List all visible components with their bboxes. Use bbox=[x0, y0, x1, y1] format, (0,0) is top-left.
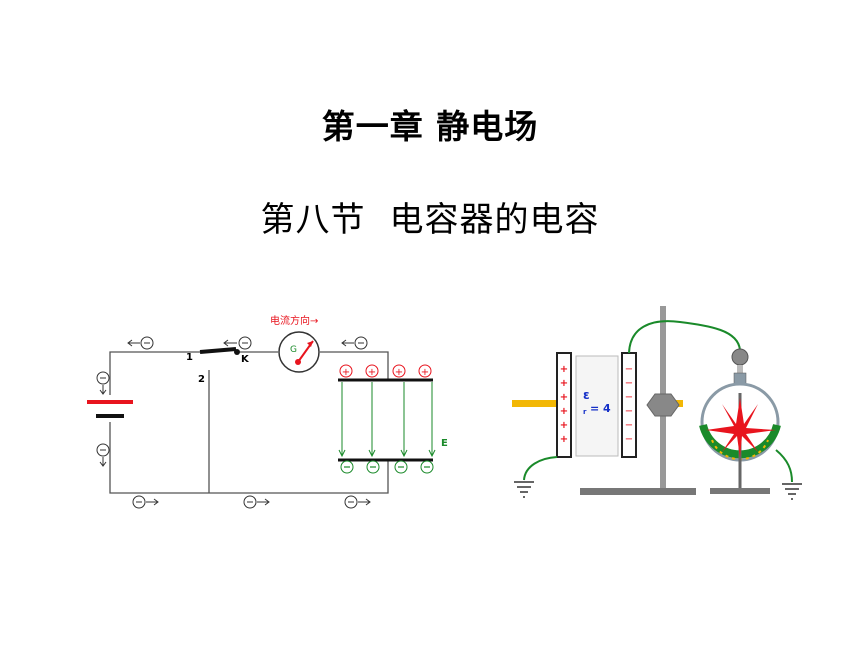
section-number: 第八节 bbox=[260, 200, 366, 240]
dielectric-value: = 4 bbox=[590, 402, 611, 415]
plate-plus: + bbox=[560, 364, 568, 375]
battery bbox=[87, 400, 133, 418]
contact-2-label: 2 bbox=[198, 374, 205, 385]
plus-charge: + bbox=[395, 367, 403, 378]
plate-minus: − bbox=[625, 434, 633, 445]
plate-minus: − bbox=[625, 406, 633, 417]
wire-g-to-plate bbox=[320, 351, 389, 380]
plate-minus: − bbox=[625, 420, 633, 431]
plate-minus: − bbox=[625, 392, 633, 403]
plus-charge: + bbox=[342, 367, 350, 378]
dielectric-subscript: r bbox=[583, 408, 587, 416]
section-title: 第八节电容器的电容 bbox=[0, 192, 860, 241]
positive-charges bbox=[339, 364, 432, 378]
plate-plus: + bbox=[560, 378, 568, 389]
electron-flow-top bbox=[127, 336, 368, 350]
chapter-title: 第一章 静电场 bbox=[321, 107, 539, 146]
electron-flow-left bbox=[96, 371, 110, 467]
plate-plus: + bbox=[560, 392, 568, 403]
section-name: 电容器的电容 bbox=[389, 200, 600, 240]
switch-k bbox=[199, 347, 240, 355]
field-lines bbox=[338, 382, 436, 458]
dielectric-symbol: ε bbox=[583, 388, 590, 402]
current-direction-label: 电流方向→ bbox=[270, 314, 318, 327]
plate-minus: − bbox=[625, 378, 633, 389]
electroscope-apparatus bbox=[512, 306, 802, 500]
contact-1-label: 1 bbox=[186, 352, 193, 363]
electron-flow-bottom bbox=[132, 495, 371, 509]
switch-label: K bbox=[241, 354, 250, 365]
wire-bottom bbox=[109, 422, 389, 494]
plus-charge: + bbox=[421, 367, 429, 378]
galvanometer-label: G bbox=[290, 345, 297, 355]
negative-charges bbox=[340, 460, 434, 474]
wire-top-left bbox=[109, 351, 200, 395]
circuit-diagram bbox=[109, 351, 433, 494]
plate-plus: + bbox=[560, 406, 568, 417]
field-label: E bbox=[441, 438, 448, 449]
plate-minus: − bbox=[625, 364, 633, 375]
plate-plus: + bbox=[560, 420, 568, 431]
plus-charge: + bbox=[368, 367, 376, 378]
plate-plus: + bbox=[560, 434, 568, 445]
galvanometer bbox=[278, 331, 320, 373]
